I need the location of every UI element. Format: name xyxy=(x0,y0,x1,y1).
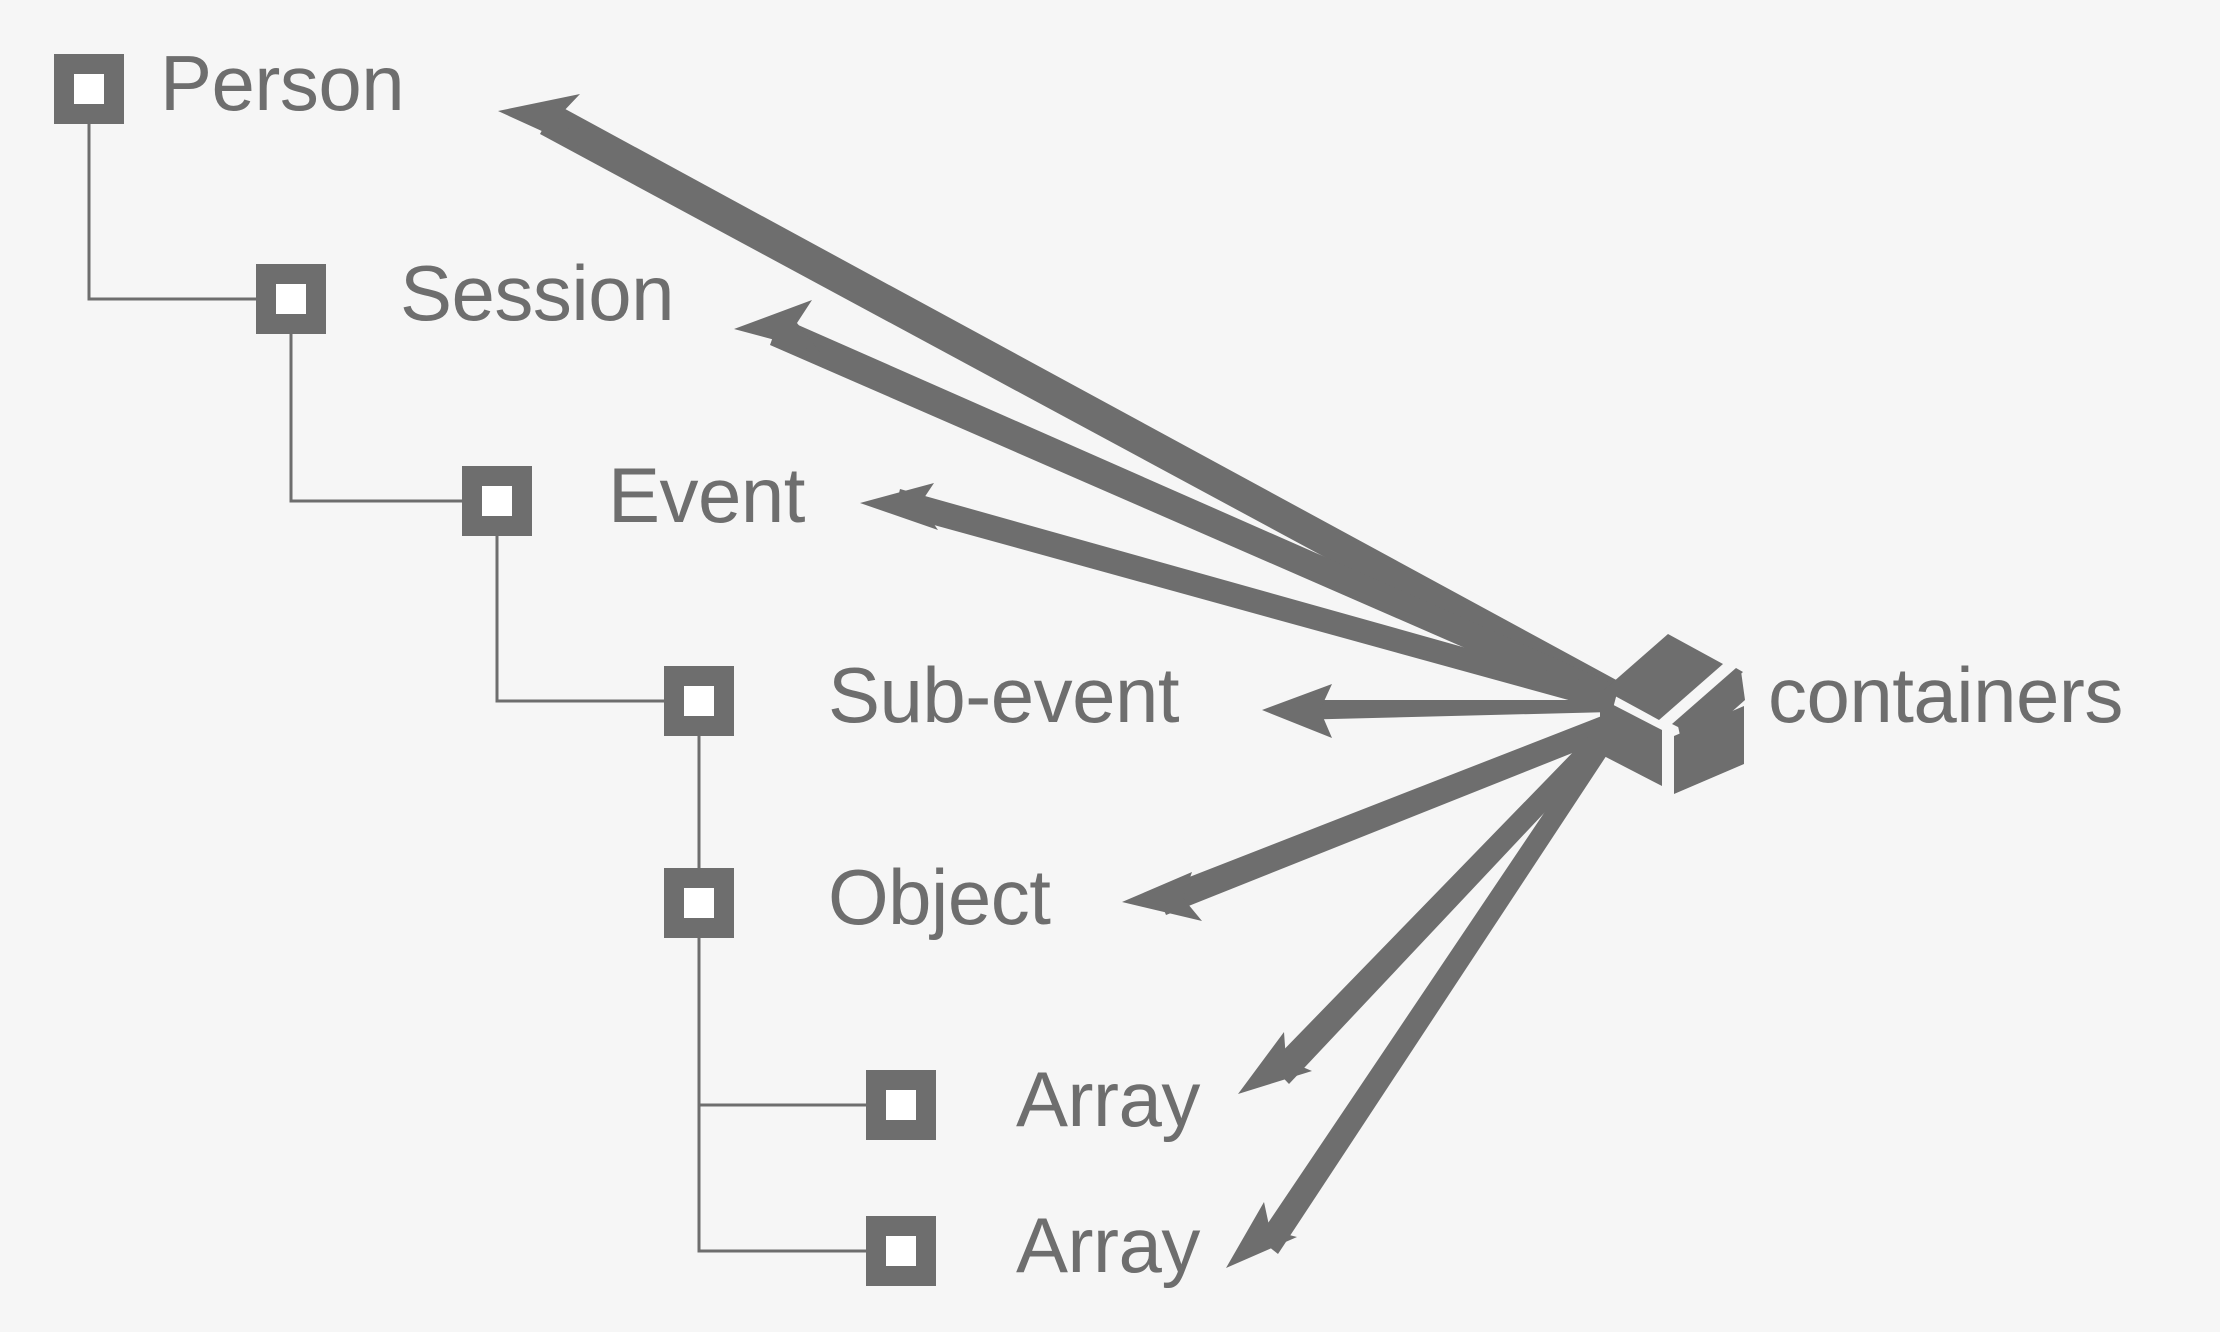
tree-node-label-sub-event[interactable]: Sub-event xyxy=(828,651,1180,739)
arrow-to-array1 xyxy=(1270,712,1626,1084)
tree-node-box-array-2[interactable] xyxy=(866,1216,936,1286)
tree-node-label-person[interactable]: Person xyxy=(160,39,405,127)
arrow-to-array2-head xyxy=(1226,1202,1297,1268)
connector-event-subevent xyxy=(495,536,664,703)
arrow-to-session xyxy=(770,317,1618,712)
tree-node-label-event[interactable]: Event xyxy=(608,451,805,539)
box-3d-icon xyxy=(1600,634,1745,794)
arrow-to-session-head xyxy=(734,300,820,352)
arrow-to-person xyxy=(540,104,1620,712)
tree-node-label-array-2[interactable]: Array xyxy=(1016,1201,1200,1289)
arrow-to-array1-head xyxy=(1238,1032,1312,1094)
tree-node-box-event[interactable] xyxy=(462,466,532,536)
connector-object-array2 xyxy=(697,1105,866,1253)
arrow-to-subevent-head xyxy=(1262,684,1332,738)
arrow-to-array2 xyxy=(1258,712,1626,1254)
box-3d-face-left xyxy=(1600,698,1662,786)
box-3d-face-right xyxy=(1674,706,1744,794)
tree-node-box-sub-event[interactable] xyxy=(664,666,734,736)
connector-person-session xyxy=(87,124,256,301)
tree-node-label-array-1[interactable]: Array xyxy=(1016,1055,1200,1143)
container-arrows xyxy=(498,94,1626,1268)
arrow-to-object xyxy=(1156,712,1620,915)
arrow-to-person-head xyxy=(498,94,580,148)
tree-node-box-array-1[interactable] xyxy=(866,1070,936,1140)
box-3d-flap-left xyxy=(1604,634,1723,720)
arrow-to-object-head xyxy=(1122,872,1202,921)
tree-connectors xyxy=(87,124,866,1253)
tree-node-box-object[interactable] xyxy=(664,868,734,938)
tree-node-label-object[interactable]: Object xyxy=(828,853,1051,941)
arrow-to-subevent xyxy=(1292,700,1612,720)
containers-label[interactable]: containers xyxy=(1768,651,2123,739)
tree-node-label-session[interactable]: Session xyxy=(400,249,675,337)
tree-node-box-person[interactable] xyxy=(54,54,124,124)
arrow-to-event-head xyxy=(860,483,938,530)
arrow-to-event xyxy=(894,489,1616,712)
tree-node-box-session[interactable] xyxy=(256,264,326,334)
connector-session-event xyxy=(289,334,462,503)
connector-object-array1 xyxy=(697,938,866,1107)
box-3d-flap-right-upper xyxy=(1672,668,1743,728)
